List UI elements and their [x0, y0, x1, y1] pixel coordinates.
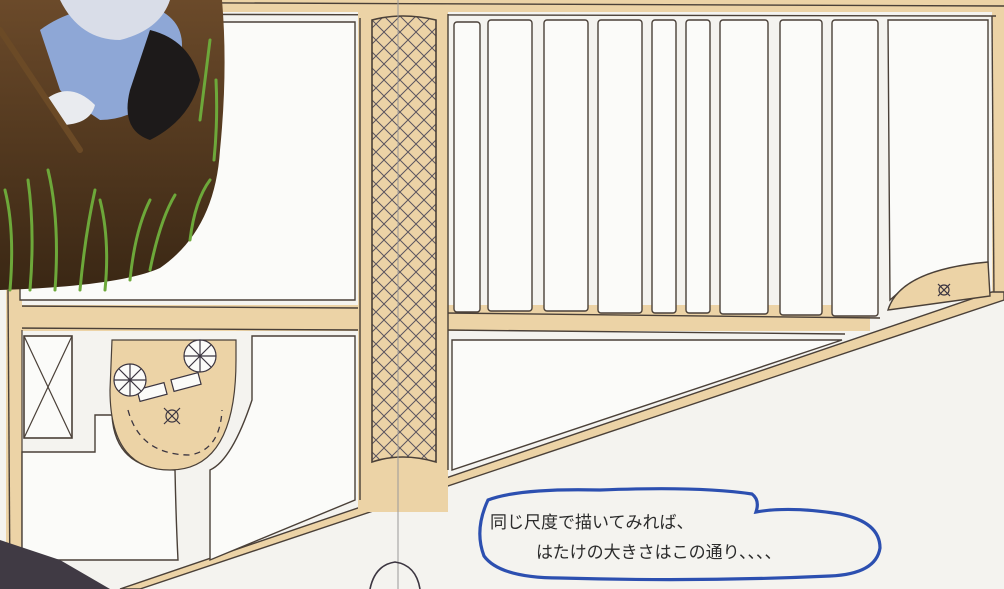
person-gardening-photo: [0, 0, 225, 292]
tree-symbol-icon: [163, 407, 181, 425]
parasol-icon: [113, 339, 217, 397]
right-corner-planting: [887, 261, 991, 311]
note-line-1: 同じ尺度で描いてみれば、: [490, 513, 694, 533]
tree-symbol-icon: [937, 283, 951, 297]
hatched-arbor-strip: [371, 15, 437, 464]
arch-fragment: [369, 561, 421, 589]
middle-left-bed: [209, 335, 356, 562]
rest-plaza: [109, 339, 237, 471]
paper-shadow: [0, 540, 110, 589]
lower-center-bed: [451, 339, 843, 471]
left-vertical-path: [6, 280, 23, 589]
diagonal-path: [119, 291, 1004, 589]
field-beds: [453, 19, 989, 317]
storage-shed: [23, 335, 73, 439]
note-line-2: はたけの大きさはこの通り、、、、: [536, 543, 781, 563]
bench-icon: [136, 371, 202, 403]
handwritten-note: 同じ尺度で描いてみれば、 はたけの大きさはこの通り、、、、: [478, 487, 882, 582]
